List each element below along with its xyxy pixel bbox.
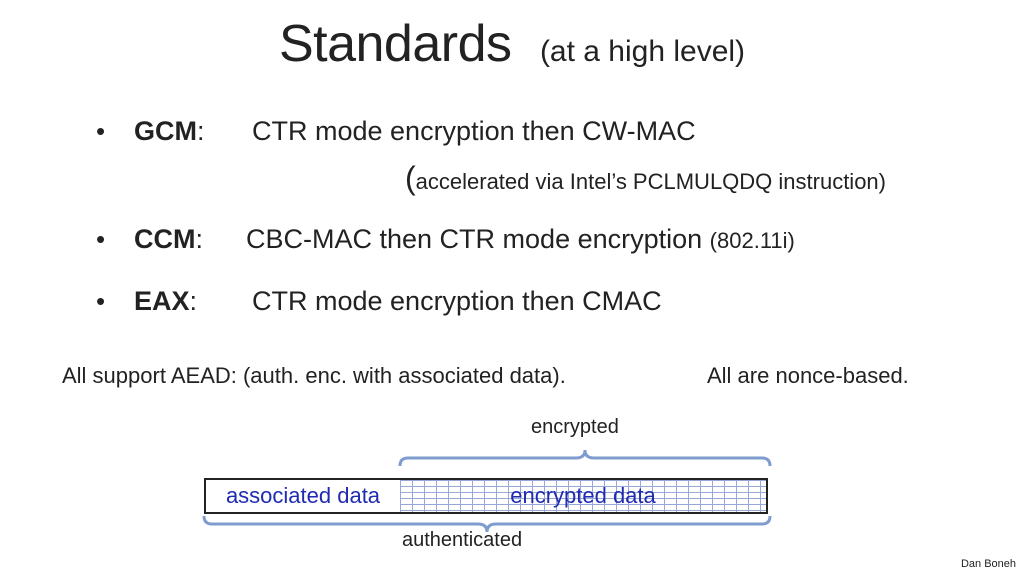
gcm-note-text: accelerated via Intel’s PCLMULQDQ instru…: [415, 169, 886, 194]
bullet-description: CBC-MAC then CTR mode encryption (802.11…: [246, 224, 795, 255]
title-main: Standards: [278, 15, 512, 73]
encrypted-label: encrypted: [531, 416, 619, 438]
authenticated-label: authenticated: [402, 529, 523, 551]
bullet-gcm: • GCM: CTR mode encryption then CW-MAC: [96, 116, 696, 147]
bullet-term: EAX: [134, 286, 190, 316]
bullet-term: GCM: [134, 116, 197, 146]
bullet-eax: • EAX: CTR mode encryption then CMAC: [96, 286, 662, 317]
title-subtitle: (at a high level): [539, 35, 746, 68]
bullet-marker: •: [96, 116, 106, 146]
gcm-note-paren: (: [405, 160, 416, 196]
slide-title: Standards (at a high level): [0, 14, 1024, 74]
bullet-separator: :: [197, 116, 205, 146]
bullet-separator: :: [189, 286, 198, 316]
encrypted-brace: [398, 449, 772, 467]
bullet-description: CTR mode encryption then CMAC: [252, 286, 662, 316]
encrypted-data-box: encrypted data: [400, 478, 768, 514]
gcm-note: (accelerated via Intel’s PCLMULQDQ instr…: [405, 160, 886, 197]
bullet-suffix: (802.11i): [709, 228, 795, 253]
aead-statement: All support AEAD: (auth. enc. with assoc…: [62, 363, 566, 388]
bullet-marker: •: [96, 286, 106, 316]
author-credit: Dan Boneh: [960, 558, 1016, 570]
bullet-marker: •: [96, 224, 106, 254]
authenticated-brace: [202, 515, 772, 533]
associated-data-box: associated data: [204, 478, 402, 514]
bullet-description-text: CBC-MAC then CTR mode encryption: [246, 224, 703, 254]
bullet-separator: :: [195, 224, 204, 254]
bullet-description: CTR mode encryption then CW-MAC: [252, 116, 696, 146]
bullet-ccm: • CCM: CBC-MAC then CTR mode encryption (…: [96, 224, 795, 255]
bullet-term: CCM: [134, 224, 196, 254]
nonce-statement: All are nonce-based.: [707, 363, 909, 388]
